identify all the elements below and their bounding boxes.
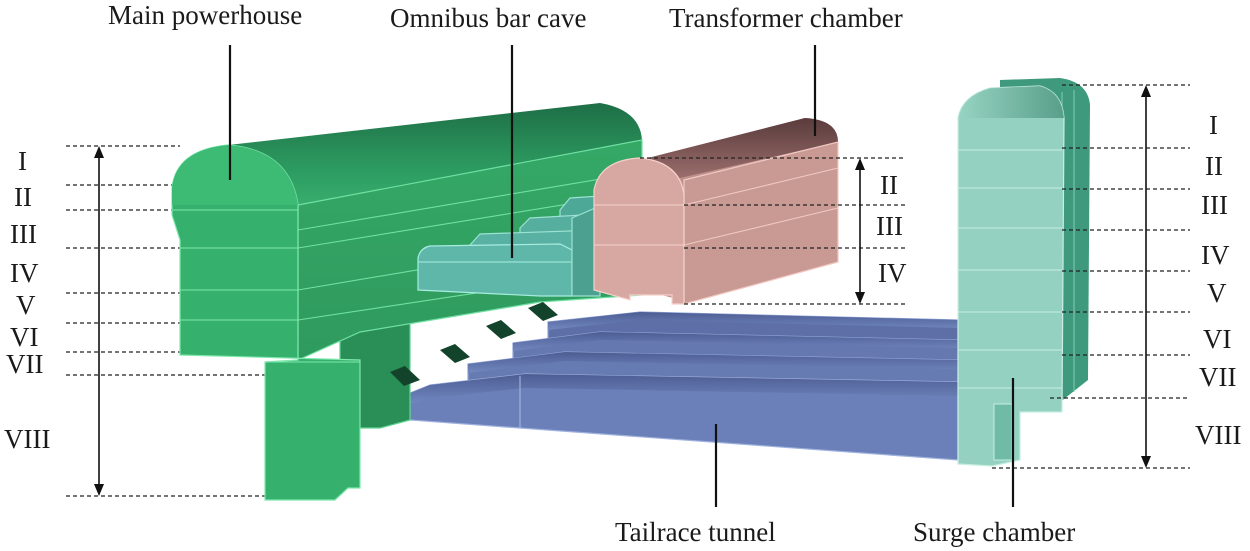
left-layer-lines bbox=[66, 145, 266, 497]
transformer-chamber bbox=[593, 118, 839, 305]
tailrace-tunnels bbox=[409, 311, 959, 461]
label-tailrace-tunnel: Tailrace tunnel bbox=[615, 517, 776, 547]
left-layer-label: IV bbox=[10, 258, 39, 288]
right-height-arrow bbox=[1141, 85, 1151, 468]
left-layer-label: VI bbox=[10, 322, 39, 352]
transformer-layer-label: III bbox=[876, 211, 903, 241]
right-layer-label: V bbox=[1207, 278, 1227, 308]
right-layer-lines bbox=[992, 84, 1190, 469]
left-layer-label: V bbox=[16, 290, 36, 320]
left-layer-label: VIII bbox=[4, 424, 50, 454]
left-layer-label: II bbox=[14, 182, 32, 212]
label-surge-chamber: Surge chamber bbox=[913, 517, 1075, 547]
transformer-layer-lines bbox=[640, 157, 905, 305]
right-layer-label: VII bbox=[1199, 362, 1236, 392]
left-layer-labels: I II III IV V VI VII VIII bbox=[4, 146, 50, 454]
label-omnibus-bar-cave: Omnibus bar cave bbox=[390, 3, 586, 33]
right-layer-label: VIII bbox=[1195, 420, 1241, 450]
right-layer-labels: I II III IV V VI VII VIII bbox=[1195, 110, 1241, 450]
leader-lines bbox=[228, 45, 1015, 507]
transformer-layer-label: IV bbox=[878, 258, 907, 288]
transformer-layer-labels: II III IV bbox=[876, 170, 907, 288]
main-powerhouse bbox=[171, 103, 643, 501]
label-main-powerhouse: Main powerhouse bbox=[108, 0, 302, 30]
transformer-layer-label: II bbox=[880, 170, 898, 200]
right-layer-label: VI bbox=[1203, 324, 1232, 354]
label-transformer-chamber: Transformer chamber bbox=[669, 3, 903, 33]
surge-chamber bbox=[957, 78, 1090, 467]
right-layer-label: I bbox=[1209, 110, 1218, 140]
transformer-height-arrow bbox=[855, 158, 865, 304]
left-layer-label: VII bbox=[6, 349, 43, 379]
right-layer-label: III bbox=[1201, 190, 1228, 220]
left-height-arrow bbox=[94, 146, 104, 496]
omnibus-bar-cave bbox=[417, 195, 601, 297]
left-layer-label: I bbox=[18, 146, 27, 176]
right-layer-label: II bbox=[1205, 151, 1223, 181]
left-layer-label: III bbox=[10, 219, 37, 249]
right-layer-label: IV bbox=[1201, 240, 1230, 270]
